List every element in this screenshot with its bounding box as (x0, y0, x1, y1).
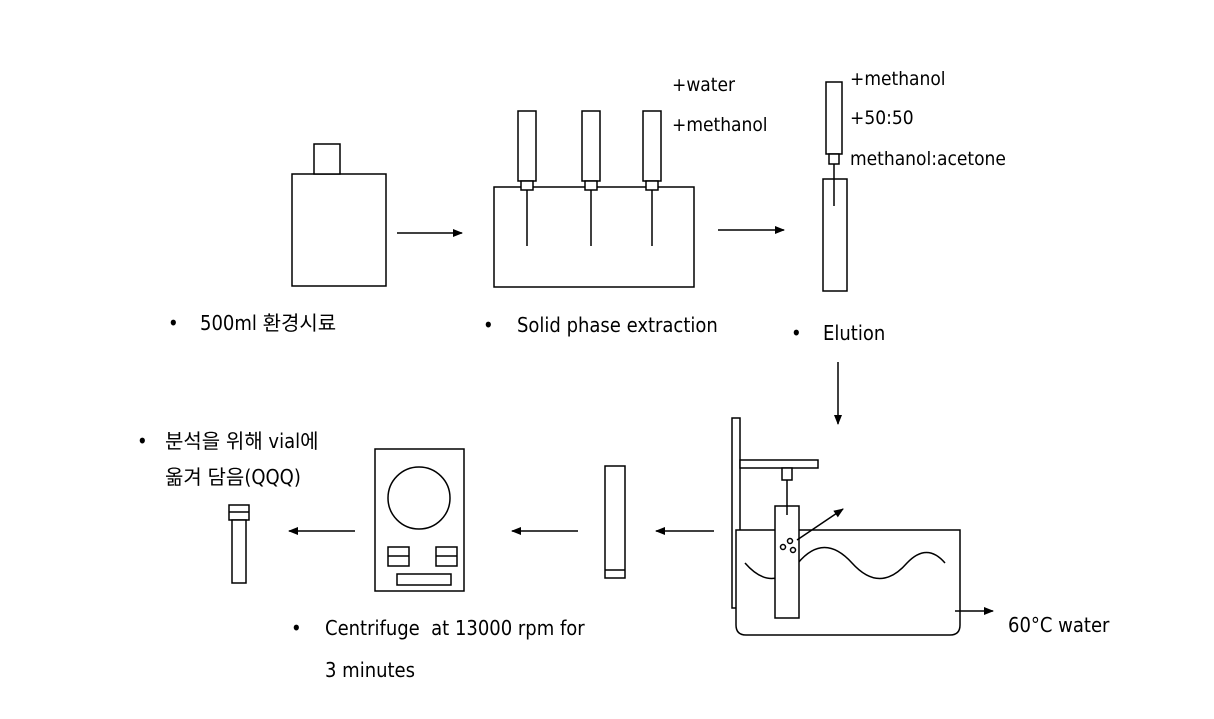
water-bath-label: 60°C water (1008, 613, 1110, 637)
centrifuge-label-line-1: Centrifuge at 13000 rpm for (325, 616, 585, 640)
elution-bullet: • (791, 321, 802, 345)
vial-bullet: • (137, 429, 148, 453)
elution-reagent-mix: +50:50 (850, 107, 914, 129)
vial-label-line-2: 옮겨 담음(QQQ) (165, 465, 301, 489)
spe-reagent-water: +water (672, 74, 736, 96)
spe-bullet: • (483, 313, 494, 337)
vial-icon (228, 504, 250, 584)
spe-manifold-icon (493, 110, 695, 288)
elution-reagent-methanol: +methanol (850, 68, 946, 90)
elution-tube-icon (822, 178, 848, 292)
centrifuge-label-line-2: 3 minutes (325, 658, 415, 682)
vial-label-line-1: 분석을 위해 vial에 (165, 429, 319, 453)
water-bath-icon (731, 417, 961, 636)
sample-bottle-icon (291, 143, 387, 287)
centrifuge-bullet: • (291, 616, 302, 640)
sample-label: 500ml 환경시료 (200, 311, 336, 335)
sample-tube-icon (604, 465, 626, 579)
centrifuge-icon (374, 448, 465, 592)
spe-label: Solid phase extraction (517, 313, 718, 337)
elution-label: Elution (823, 321, 885, 345)
sample-bullet: • (168, 311, 179, 335)
elution-reagent-acetone: methanol:acetone (850, 148, 1006, 170)
spe-reagent-methanol: +methanol (672, 114, 768, 136)
